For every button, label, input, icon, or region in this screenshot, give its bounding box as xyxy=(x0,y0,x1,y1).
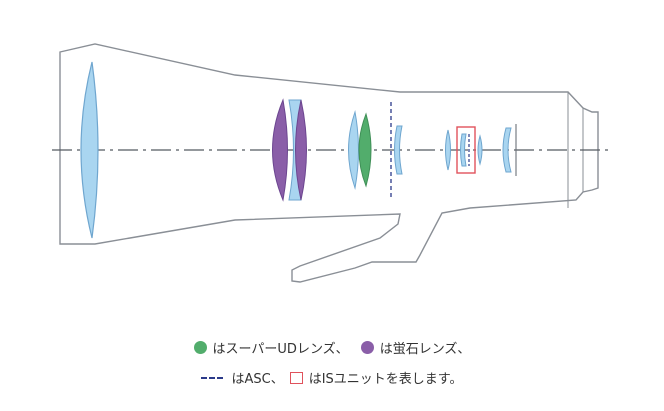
legend-line-2: はASC、 はISユニットを表します。 xyxy=(0,368,664,387)
lens-element xyxy=(394,125,403,175)
is-lens-element xyxy=(460,133,467,167)
asc-swatch xyxy=(201,376,224,379)
lens-element xyxy=(477,134,483,166)
ud-lens-element xyxy=(358,112,372,188)
lens-barrel-outline xyxy=(59,43,599,283)
front-lens-element xyxy=(80,61,99,239)
lens-element xyxy=(502,127,512,173)
fluorite-lens-element xyxy=(295,99,307,201)
is-unit-legend-text: はISユニットを表します。 xyxy=(308,372,463,387)
is-unit-box xyxy=(456,126,476,174)
lens-construction-diagram xyxy=(52,43,612,283)
fluorite-lens-element xyxy=(272,98,288,202)
fluorite-lens-swatch xyxy=(360,341,374,354)
is-unit-swatch xyxy=(289,371,303,384)
asc-legend-text: はASC、 xyxy=(231,372,284,387)
legend-line-1: はスーパーUDレンズ、 は蛍石レンズ、 xyxy=(0,338,664,357)
fluorite-lens-legend-text: は蛍石レンズ、 xyxy=(379,342,471,357)
lens-element xyxy=(348,110,359,190)
ud-lens-legend-text: はスーパーUDレンズ、 xyxy=(212,342,349,357)
lens-element xyxy=(445,129,451,171)
ud-lens-swatch xyxy=(193,341,207,354)
